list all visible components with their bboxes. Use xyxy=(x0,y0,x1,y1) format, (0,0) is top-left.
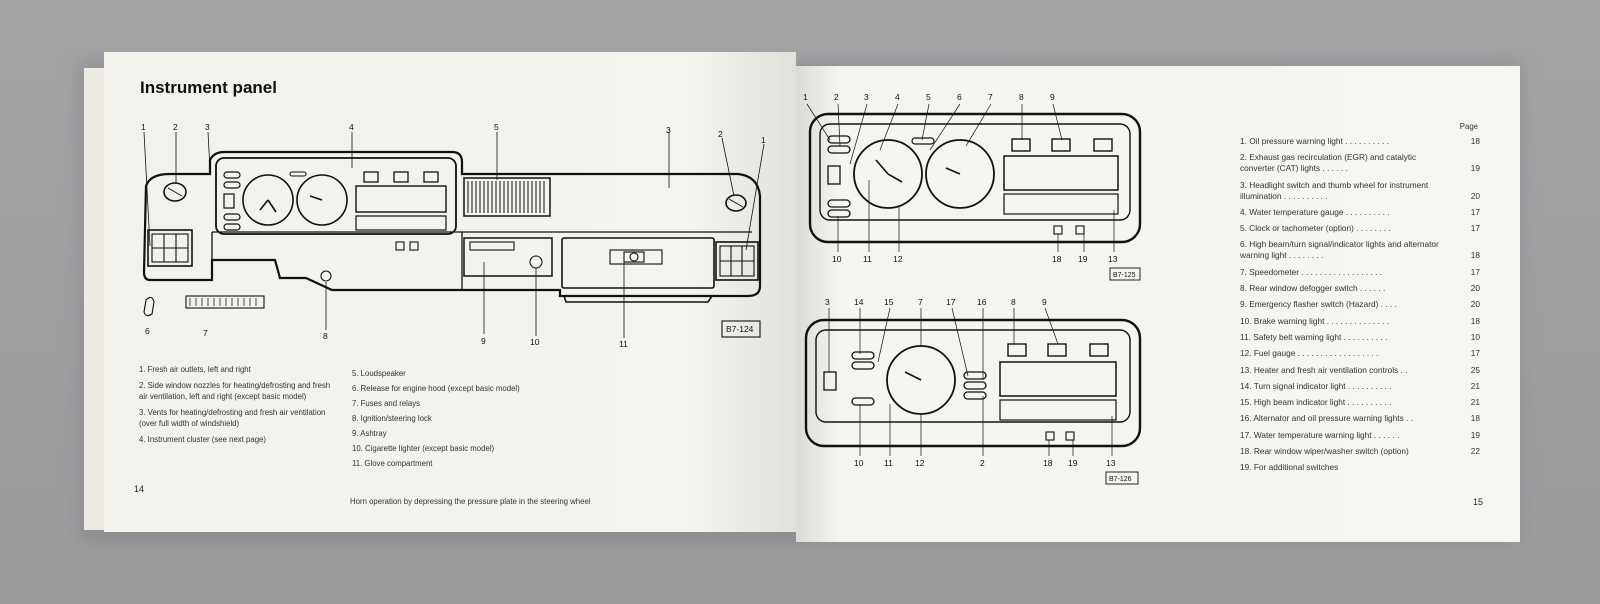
list-item: 8. Rear window defogger switch . . . . .… xyxy=(1240,283,1480,294)
legend-item: 9. Ashtray xyxy=(352,429,387,438)
list-item: 17. Water temperature warning light . . … xyxy=(1240,429,1480,440)
callout-2b: 2 xyxy=(718,129,723,139)
legend-item: 5. Loudspeaker xyxy=(352,369,406,378)
fig-a-callout: 3 xyxy=(864,92,869,102)
list-item: 7. Speedometer . . . . . . . . . . . . .… xyxy=(1240,266,1480,277)
list-item: 10. Brake warning light . . . . . . . . … xyxy=(1240,315,1480,326)
fig-b-callout: 10 xyxy=(854,458,864,468)
list-item: 5. Clock or tachometer (option) . . . . … xyxy=(1240,223,1480,234)
legend-column-2: 5. Loudspeaker 6. Release for engine hoo… xyxy=(352,368,642,473)
list-item: 14. Turn signal indicator light . . . . … xyxy=(1240,380,1480,391)
left-page xyxy=(104,52,796,532)
fig-b-callout: 17 xyxy=(946,297,956,307)
legend-item: 1. Fresh air outlets, left and right xyxy=(139,365,251,374)
horn-note: Horn operation by depressing the pressur… xyxy=(350,497,591,506)
list-item: 6. High beam/turn signal/indicator light… xyxy=(1240,239,1480,261)
callout-9: 9 xyxy=(481,336,486,346)
list-item: 18. Rear window wiper/washer switch (opt… xyxy=(1240,446,1480,457)
list-item: 2. Exhaust gas recirculation (EGR) and c… xyxy=(1240,152,1480,174)
list-item: 16. Alternator and oil pressure warning … xyxy=(1240,413,1480,424)
fig-b-callout: 19 xyxy=(1068,458,1078,468)
figure-code-b: B7-126 xyxy=(1109,476,1132,483)
fig-a-callout: 10 xyxy=(832,254,842,264)
legend-item: 7. Fuses and relays xyxy=(352,399,421,408)
fig-b-callout: 9 xyxy=(1042,297,1047,307)
fig-a-callout: 5 xyxy=(926,92,931,102)
fig-b-callout: 15 xyxy=(884,297,894,307)
fig-a-callout: 13 xyxy=(1108,254,1118,264)
page-number-left: 14 xyxy=(134,484,145,494)
right-page xyxy=(796,66,1520,542)
fig-b-callout: 18 xyxy=(1043,458,1053,468)
callout-7: 7 xyxy=(203,328,208,338)
callout-4: 4 xyxy=(349,122,354,132)
list-item: 11. Safety belt warning light . . . . . … xyxy=(1240,331,1480,342)
fig-a-callout: 19 xyxy=(1078,254,1088,264)
callout-6: 6 xyxy=(145,326,150,336)
legend-item: 8. Ignition/steering lock xyxy=(352,414,432,423)
toc-header: Page xyxy=(1459,122,1478,131)
callout-10: 10 xyxy=(530,337,540,347)
fig-b-callout: 14 xyxy=(854,297,864,307)
list-item: 19. For additional switches xyxy=(1240,462,1339,473)
page-number-right: 15 xyxy=(1473,497,1484,507)
callout-8: 8 xyxy=(323,331,328,341)
fig-b-callout: 11 xyxy=(884,458,893,468)
fig-b-callout: 2 xyxy=(980,458,985,468)
callout-2: 2 xyxy=(173,122,178,132)
legend-item: 4. Instrument cluster (see next page) xyxy=(139,434,266,444)
list-item: 12. Fuel gauge . . . . . . . . . . . . .… xyxy=(1240,348,1480,359)
callout-1b: 1 xyxy=(761,135,766,145)
fig-a-callout: 18 xyxy=(1052,254,1062,264)
fig-b-callout: 8 xyxy=(1011,297,1016,307)
legend-item: 6. Release for engine hood (except basic… xyxy=(352,384,520,393)
callout-1: 1 xyxy=(141,122,146,132)
list-item: 15. High beam indicator light . . . . . … xyxy=(1240,397,1480,408)
fig-a-callout: 4 xyxy=(895,92,900,102)
fig-b-callout: 7 xyxy=(918,297,923,307)
legend-column-1: 1. Fresh air outlets, left and right 2. … xyxy=(139,364,334,449)
fig-a-callout: 6 xyxy=(957,92,962,102)
legend-item: 11. Glove compartment xyxy=(352,459,433,468)
page-title: Instrument panel xyxy=(140,78,277,97)
fig-a-callout: 2 xyxy=(834,92,839,102)
list-item: 4. Water temperature gauge . . . . . . .… xyxy=(1240,206,1480,217)
callout-5: 5 xyxy=(494,122,499,132)
list-item: 3. Headlight switch and thumb wheel for … xyxy=(1240,179,1480,201)
fig-a-callout: 12 xyxy=(893,254,903,264)
callout-11: 11 xyxy=(619,339,628,349)
legend-item: 10. Cigarette lighter (except basic mode… xyxy=(352,444,495,453)
callout-3: 3 xyxy=(205,122,210,132)
component-list: Page 1. Oil pressure warning light . . .… xyxy=(1240,122,1480,479)
list-item: 1. Oil pressure warning light . . . . . … xyxy=(1240,136,1480,146)
figure-code-a: B7-125 xyxy=(1113,272,1136,279)
fig-a-callout: 7 xyxy=(988,92,993,102)
legend-item: 3. Vents for heating/defrosting and fres… xyxy=(139,407,326,429)
list-item: 9. Emergency flasher switch (Hazard) . .… xyxy=(1240,299,1480,310)
fig-a-callout: 8 xyxy=(1019,92,1024,102)
fig-b-callout: 16 xyxy=(977,297,987,307)
fig-a-callout: 11 xyxy=(863,254,872,264)
fig-b-callout: 13 xyxy=(1106,458,1116,468)
fig-a-callout: 1 xyxy=(803,92,808,102)
legend-item: 2. Side window nozzles for heating/defro… xyxy=(139,380,331,402)
callout-3b: 3 xyxy=(666,125,671,135)
fig-a-callout: 9 xyxy=(1050,92,1055,102)
figure-code-left: B7-124 xyxy=(726,324,754,334)
list-item: 13. Heater and fresh air ventilation con… xyxy=(1240,364,1480,375)
fig-b-callout: 3 xyxy=(825,297,830,307)
fig-b-callout: 12 xyxy=(915,458,925,468)
